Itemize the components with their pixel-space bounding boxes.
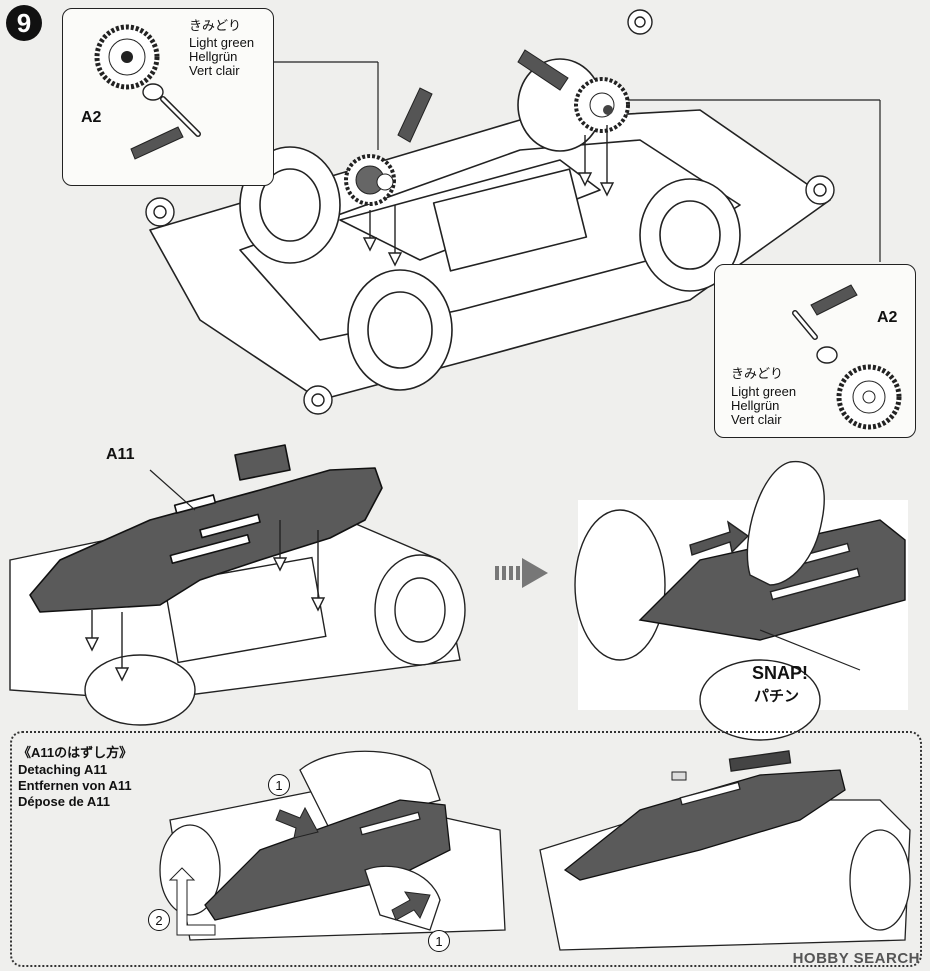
detach-title-en: Detaching A11 <box>18 762 108 777</box>
hand-icon <box>299 750 441 831</box>
install-arrows <box>362 125 615 267</box>
color-label-fr-right: Vert clair <box>731 412 782 427</box>
gear-parts-illustration <box>94 24 201 160</box>
color-label-de: Hellgrün <box>189 49 238 64</box>
color-label-fr: Vert clair <box>189 63 240 78</box>
step-number: 9 <box>16 7 32 38</box>
color-label-en: Light green <box>189 35 255 50</box>
step-number-badge: 9 <box>6 5 42 41</box>
finger-icon <box>746 460 825 586</box>
lift-arrow-icon <box>168 867 216 936</box>
wheels <box>239 58 741 391</box>
grease-tube-icon <box>130 126 184 160</box>
part-label-a11: A11 <box>106 446 135 463</box>
part-label-a2: A2 <box>81 109 102 126</box>
a11-part <box>29 444 383 613</box>
detach-left-scene <box>159 750 506 941</box>
gear-parts-illustration-right <box>792 284 902 430</box>
grease-tube-icon <box>810 284 858 316</box>
color-label-jp: きみどり <box>189 18 242 33</box>
next-step-arrow <box>495 558 548 588</box>
color-label-de-right: Hellgrün <box>731 398 780 413</box>
snap-label-en: SNAP! <box>752 663 809 683</box>
lift-up-arrow-icon <box>671 771 687 781</box>
detach-title-de: Entfernen von A11 <box>18 778 132 793</box>
color-label-en-right: Light green <box>731 384 797 399</box>
gear-right-on-chassis <box>574 77 630 133</box>
gear-callout-top-left: きみどり Light green Hellgrün Vert clair A2 <box>62 8 274 186</box>
bearing-a2-icon <box>816 346 838 364</box>
a11-leader-line <box>149 469 196 511</box>
bearing-a2-icon <box>142 83 164 101</box>
detach-title-jp: 《A11のはずし方》 <box>18 745 133 760</box>
detach-press-arrows <box>168 806 431 936</box>
grease-tubes <box>397 49 569 143</box>
a11-down-arrows <box>84 520 326 682</box>
snap-label-jp: パチン <box>754 688 800 705</box>
gear-left-on-chassis <box>344 154 396 206</box>
snap-illustration <box>574 460 908 741</box>
watermark: HOBBY SEARCH <box>792 950 920 967</box>
push-arrow-icon <box>689 520 750 556</box>
detach-title-fr: Dépose de A11 <box>18 794 111 809</box>
detach-right-scene <box>539 750 911 951</box>
step-marker-2: 2 <box>148 909 170 931</box>
rollers <box>145 9 835 415</box>
gear-callout-right: A2 きみどり Light green Hellgrün Vert clair <box>714 264 916 438</box>
color-label-jp-right: きみどり <box>731 366 784 381</box>
step-marker-1-bottom: 1 <box>428 930 450 952</box>
press-arrow-top-icon <box>275 806 319 839</box>
part-label-a2-right: A2 <box>877 309 898 326</box>
press-arrow-bottom-icon <box>391 891 431 921</box>
step-marker-1-top: 1 <box>268 774 290 796</box>
detach-a11-box <box>10 731 922 967</box>
